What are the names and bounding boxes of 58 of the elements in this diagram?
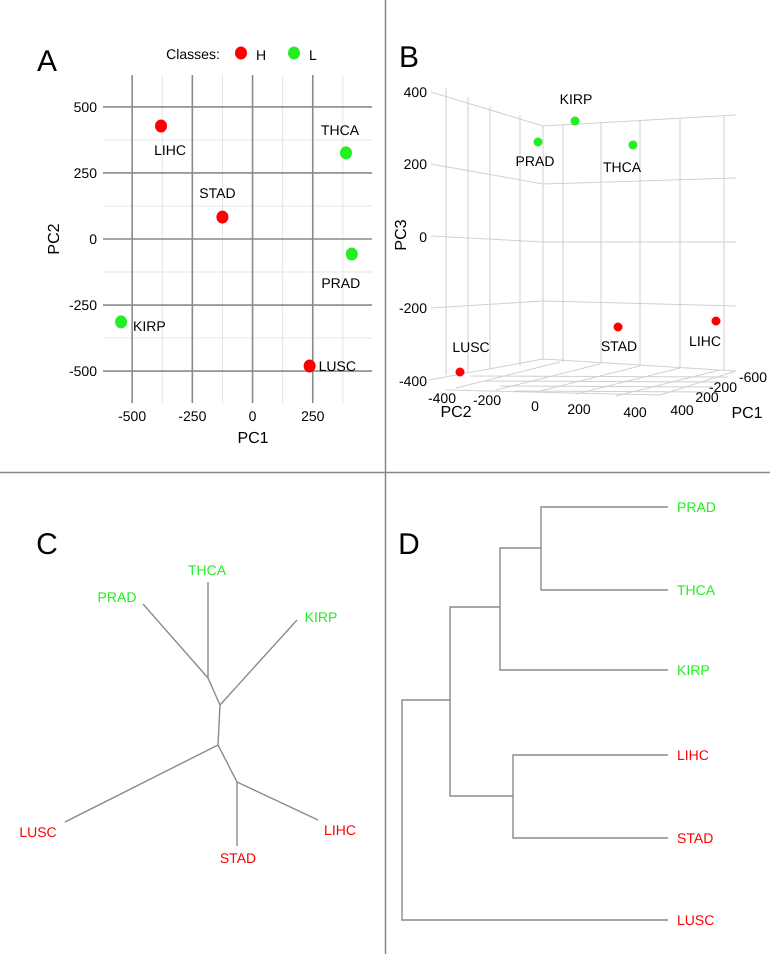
axis-title: PC3 <box>394 219 410 251</box>
leaf-label: PRAD <box>98 590 136 604</box>
tick-label: -200 <box>708 380 738 394</box>
point-label: STAD <box>199 186 236 200</box>
tick-label: 0 <box>531 399 539 413</box>
legend-title: Classes: <box>166 47 220 61</box>
panel-letter: B <box>399 43 419 73</box>
leaf-label: STAD <box>677 831 714 845</box>
tick-label: 200 <box>404 157 427 171</box>
point-label: THCA <box>320 122 360 137</box>
tick-label: 400 <box>670 403 694 417</box>
point-label: LIHC <box>689 334 721 348</box>
axis-title: PC1 <box>237 431 269 447</box>
tick-label: -400 <box>398 374 427 388</box>
panel-letter: C <box>36 530 58 560</box>
tick-label: 200 <box>567 402 591 416</box>
point-label: THCA <box>602 160 642 174</box>
tick-label: -500 <box>118 409 146 423</box>
leaf-label: THCA <box>677 583 716 597</box>
tick-label: 400 <box>623 405 647 419</box>
tick-label: 0 <box>248 409 256 423</box>
leaf-label: LIHC <box>677 748 709 762</box>
leaf-label: KIRP <box>304 610 338 624</box>
tick-label: -600 <box>738 370 768 384</box>
point-label: LUSC <box>452 340 490 354</box>
tick-label: 250 <box>301 409 324 423</box>
leaf-label: THCA <box>188 563 226 577</box>
point-label: LUSC <box>318 359 356 374</box>
point-label: KIRP <box>560 92 592 106</box>
panel-letter: A <box>37 47 57 77</box>
point-label: LIHC <box>154 142 186 157</box>
axis-title: PC1 <box>731 406 763 422</box>
axis-title: PC2 <box>47 223 63 255</box>
axis-title: PC2 <box>440 405 472 421</box>
tick-label: 500 <box>74 100 97 114</box>
leaf-label: LIHC <box>324 823 356 837</box>
tick-label: -250 <box>68 298 97 312</box>
tick-label: 0 <box>419 230 427 244</box>
tick-label: -250 <box>178 409 206 423</box>
leaf-label: LUSC <box>19 825 57 839</box>
tick-label: 0 <box>89 232 97 246</box>
tick-label: -200 <box>398 301 427 315</box>
tick-label: -200 <box>472 393 502 407</box>
point-label: PRAD <box>321 276 360 290</box>
leaf-label: PRAD <box>677 500 716 514</box>
point-label: PRAD <box>516 154 554 168</box>
panel-letter: D <box>398 530 420 560</box>
point-label: KIRP <box>133 318 166 333</box>
tick-label: 250 <box>74 166 97 180</box>
leaf-label: STAD <box>220 851 256 865</box>
point-label: STAD <box>600 339 638 353</box>
leaf-label: LUSC <box>677 913 714 927</box>
tick-label: -400 <box>428 391 456 405</box>
tick-label: -500 <box>68 364 97 378</box>
legend-label: H <box>256 48 266 62</box>
tick-label: 400 <box>404 85 427 99</box>
leaf-label: KIRP <box>677 663 710 677</box>
legend-label: L <box>309 48 317 62</box>
